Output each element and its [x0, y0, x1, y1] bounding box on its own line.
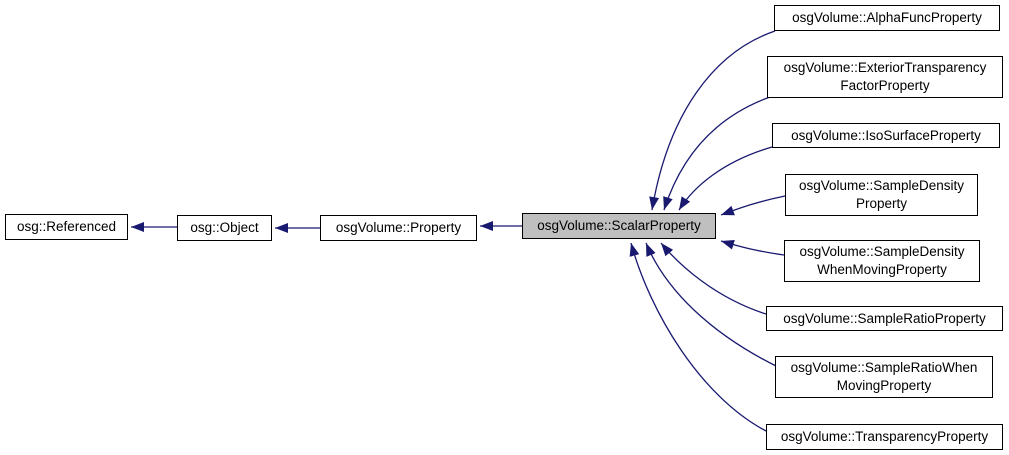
class-node-osgvolume-isosurfaceproperty[interactable]: osgVolume::IsoSurfaceProperty: [772, 123, 1000, 148]
class-node-label: osgVolume::SampleRatioProperty: [783, 310, 986, 326]
class-node-osgvolume-property[interactable]: osgVolume::Property: [320, 215, 477, 241]
edge-sampleratio-to-scalar: [660, 242, 767, 315]
class-node-label: osgVolume::ExteriorTransparency FactorPr…: [783, 60, 987, 93]
edge-sampledensity-to-scalar: [720, 195, 786, 216]
class-node-label: osgVolume::SampleDensity Property: [798, 178, 965, 211]
edge-sampleratiowhenmoving-to-scalar: [645, 242, 777, 367]
class-node-osgvolume-exteriortransparencyfactorproperty[interactable]: osgVolume::ExteriorTransparency FactorPr…: [767, 56, 1003, 98]
class-node-label: osgVolume::Property: [335, 220, 462, 236]
edge-exteriortransparency-to-scalar: [663, 96, 771, 211]
class-node-osgvolume-sampledensityproperty[interactable]: osgVolume::SampleDensity Property: [785, 174, 978, 216]
edge-sampledensitywhenmoving-to-scalar: [720, 239, 785, 256]
class-node-osgvolume-sampleratioproperty[interactable]: osgVolume::SampleRatioProperty: [766, 306, 1003, 331]
edge-transparency-to-scalar: [629, 242, 767, 432]
class-node-label: osgVolume::TransparencyProperty: [780, 429, 989, 445]
class-node-osg-referenced[interactable]: osg::Referenced: [5, 214, 128, 240]
class-node-osgvolume-sampledensitywhenmovingproperty[interactable]: osgVolume::SampleDensity WhenMovingPrope…: [784, 240, 980, 282]
class-node-osgvolume-sampleratiowhenmovingproperty[interactable]: osgVolume::SampleRatioWhen MovingPropert…: [775, 356, 993, 398]
class-node-label: osg::Object: [190, 220, 259, 236]
class-node-osg-object[interactable]: osg::Object: [177, 215, 272, 241]
edge-alphafunc-to-scalar: [649, 30, 776, 211]
class-node-label: osg::Referenced: [16, 219, 117, 235]
class-node-osgvolume-alphafuncproperty[interactable]: osgVolume::AlphaFuncProperty: [774, 5, 1000, 31]
class-node-label: osgVolume::ScalarProperty: [537, 218, 701, 234]
class-node-label: osgVolume::SampleRatioWhen MovingPropert…: [790, 360, 978, 393]
class-node-label: osgVolume::SampleDensity WhenMovingPrope…: [799, 244, 965, 277]
class-node-osgvolume-transparencyproperty[interactable]: osgVolume::TransparencyProperty: [766, 424, 1003, 450]
edge-isosurface-to-scalar: [678, 146, 773, 211]
class-node-label: osgVolume::IsoSurfaceProperty: [791, 127, 981, 143]
class-node-osgvolume-scalarproperty: osgVolume::ScalarProperty: [522, 213, 716, 239]
class-node-label: osgVolume::AlphaFuncProperty: [792, 10, 982, 26]
